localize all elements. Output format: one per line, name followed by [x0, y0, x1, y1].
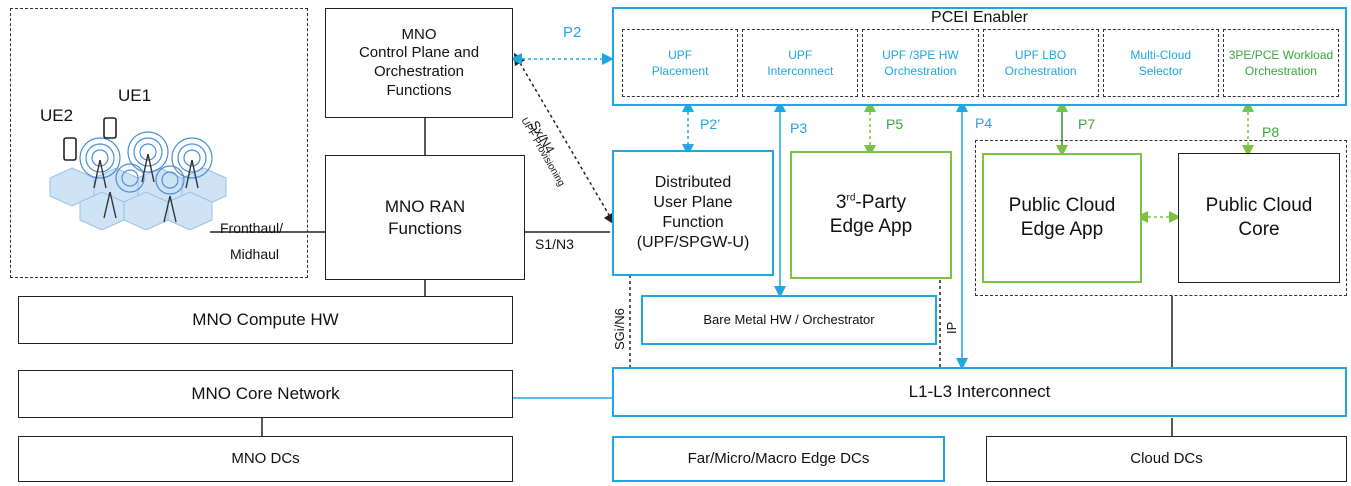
- upf-line3: Function: [662, 214, 724, 231]
- third-party-line2: Edge App: [829, 216, 913, 237]
- mno-ran-box: MNO RAN Functions: [325, 155, 525, 280]
- public-cloud-core-box: Public Cloud Core: [1178, 153, 1340, 283]
- mno-ran-line2: Functions: [388, 218, 462, 238]
- mno-dcs-label: MNO DCs: [231, 449, 300, 467]
- cloud-dcs-box: Cloud DCs: [986, 436, 1347, 482]
- interconnect-box: L1-L3 Interconnect: [612, 367, 1347, 417]
- sgi-n6-label: SGi/N6: [612, 308, 627, 350]
- pcei-module-4-line1: UPF LBO: [1014, 47, 1067, 62]
- pc-edge-line2: Edge App: [1020, 219, 1104, 240]
- pcei-module-5-line1: Multi-Cloud: [1130, 47, 1192, 62]
- pcei-module-6-line2: Orchestration: [1244, 64, 1317, 78]
- p8-label: P8: [1262, 124, 1280, 140]
- fronthaul-label: Fronthaul/: [220, 220, 284, 236]
- edge-dcs-box: Far/Micro/Macro Edge DCs: [612, 436, 945, 482]
- public-cloud-region: [975, 140, 1347, 296]
- pcei-module-2-line1: UPF: [788, 47, 813, 62]
- pcei-module-1-line2: Placement: [651, 64, 709, 78]
- mno-ran-line1: MNO RAN: [384, 197, 466, 217]
- pcei-module-4: UPF LBO Orchestration: [982, 29, 1099, 97]
- third-party-line1: 3rd-Party: [835, 192, 907, 214]
- ue-region: [10, 8, 308, 278]
- mno-core-network-box: MNO Core Network: [18, 370, 513, 418]
- mno-dcs-box: MNO DCs: [18, 436, 513, 482]
- p3-label: P3: [790, 120, 808, 136]
- upf-box: Distributed User Plane Function (UPF/SPG…: [612, 150, 774, 276]
- midhaul-label: Midhaul: [230, 246, 280, 262]
- pc-core-line1: Public Cloud: [1205, 195, 1313, 217]
- pcei-title: PCEI Enabler: [931, 9, 1028, 26]
- pcei-module-5-line2: Selector: [1138, 64, 1183, 78]
- mno-cp-line4: Functions: [386, 81, 452, 99]
- pcei-module-3: UPF /3PE HW Orchestration: [862, 29, 979, 97]
- public-cloud-edge-app-box: Public Cloud Edge App: [982, 153, 1142, 283]
- pcei-enabler-box: PCEI Enabler UPF Placement UPF Interconnect…: [612, 7, 1347, 106]
- pcei-modules: UPF Placement UPF Interconnect UPF /3PE HW Or…: [622, 29, 1340, 97]
- s1-n3-label: S1/N3: [535, 236, 574, 252]
- bare-metal-box: Bare Metal HW / Orchestrator: [641, 295, 937, 345]
- pcei-module-3-line1: UPF /3PE HW: [882, 47, 959, 62]
- mno-cp-line3: Orchestration: [373, 63, 465, 80]
- upf-line2: User Plane: [653, 194, 733, 211]
- pcei-module-1: UPF Placement: [622, 29, 739, 97]
- p5-label: P5: [886, 116, 904, 132]
- pcei-module-6-line1: 3PE/PCE Workload: [1228, 47, 1334, 62]
- mno-compute-hw-label: MNO Compute HW: [192, 310, 339, 330]
- mno-cp-line1: MNO: [401, 25, 437, 43]
- pcei-module-3-line2: Orchestration: [884, 64, 957, 78]
- upf-line4: (UPF/SPGW-U): [636, 234, 750, 251]
- pc-edge-line1: Public Cloud: [1008, 195, 1116, 217]
- cloud-dcs-label: Cloud DCs: [1130, 449, 1203, 467]
- ue2-label: UE2: [40, 106, 74, 125]
- bare-metal-label: Bare Metal HW / Orchestrator: [703, 311, 875, 327]
- pcei-module-4-line2: Orchestration: [1004, 64, 1077, 78]
- p4-label: P4: [975, 115, 993, 131]
- ue1-label: UE1: [118, 86, 152, 105]
- third-party-edge-app-box: 3rd-Party Edge App: [790, 151, 952, 279]
- pcei-module-2-line2: Interconnect: [767, 64, 834, 78]
- interconnect-label: L1-L3 Interconnect: [908, 382, 1051, 402]
- p2-label: P2: [563, 24, 582, 41]
- p7-label: P7: [1078, 116, 1096, 132]
- pcei-module-1-line1: UPF: [668, 47, 693, 62]
- edge-dcs-label: Far/Micro/Macro Edge DCs: [687, 449, 870, 467]
- mno-cp-line2: Control Plane and: [358, 44, 480, 62]
- mno-control-plane-box: MNO Control Plane and Orchestration Func…: [325, 8, 513, 118]
- pcei-module-2: UPF Interconnect: [742, 29, 859, 97]
- pc-core-line2: Core: [1238, 219, 1280, 240]
- ip-label: IP: [944, 321, 959, 334]
- mno-compute-hw-box: MNO Compute HW: [18, 296, 513, 344]
- upf-line1: Distributed: [654, 174, 732, 191]
- p2prime-label: P2’: [700, 116, 721, 132]
- mno-core-network-label: MNO Core Network: [191, 384, 340, 404]
